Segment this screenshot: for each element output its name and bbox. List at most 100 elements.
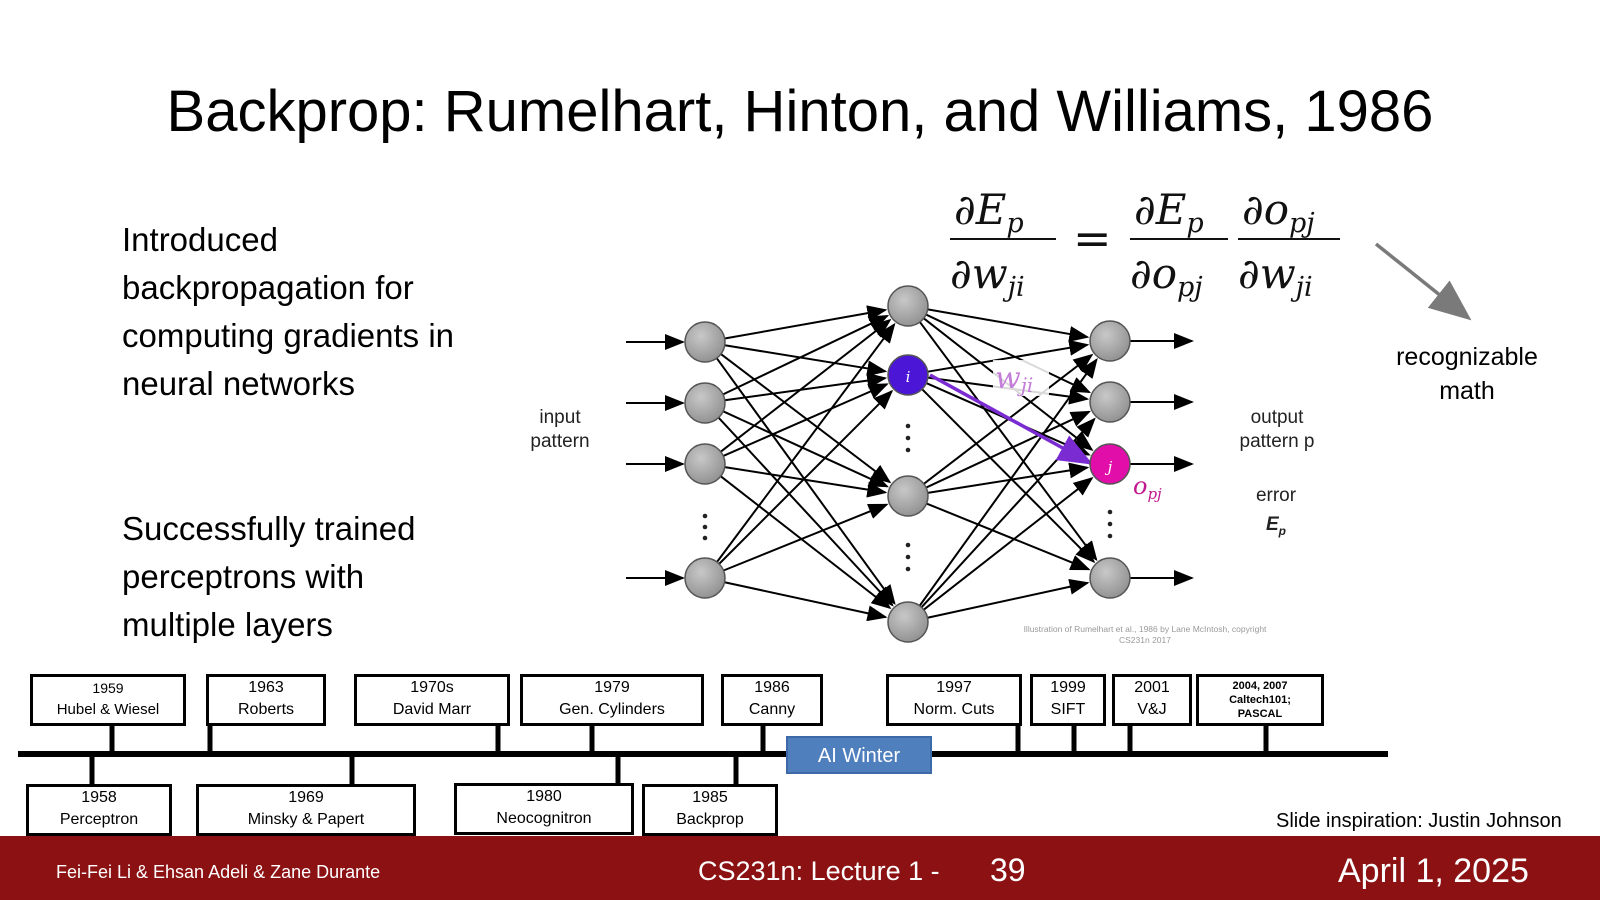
timeline-box-1997: 1997 Norm. Cuts bbox=[886, 674, 1022, 726]
hidden-node bbox=[887, 475, 929, 517]
connection-line bbox=[919, 321, 1098, 562]
timeline-year: 1997 bbox=[936, 679, 972, 696]
error-label: error bbox=[1255, 485, 1297, 506]
connection-line bbox=[923, 476, 1094, 611]
bullet-multilayer: Successfully trained perceptrons with mu… bbox=[122, 510, 416, 643]
slide-inspiration: Slide inspiration: Justin Johnson bbox=[1276, 810, 1562, 832]
timeline-box-1959: 1959 Hubel & Wiesel bbox=[30, 674, 186, 726]
svg-text:∂opj: ∂opj bbox=[1242, 185, 1315, 239]
footer-course: CS231n: Lecture 1 - bbox=[698, 856, 940, 886]
timeline-year: 1963 bbox=[248, 679, 284, 696]
weight-label: wji bbox=[995, 361, 1033, 397]
hidden-node bbox=[887, 601, 929, 643]
timeline-label: Perceptron bbox=[59, 811, 139, 828]
connection-line bbox=[723, 503, 889, 572]
timeline-label: Minsky & Papert bbox=[247, 811, 365, 828]
timeline-year: 1985 bbox=[692, 789, 728, 806]
connection-line bbox=[927, 339, 1090, 373]
slide-title: Backprop: Rumelhart, Hinton, and William… bbox=[166, 79, 1434, 144]
svg-text:=: = bbox=[1073, 211, 1112, 265]
timeline-label: Caltech101; PASCAL bbox=[1229, 694, 1291, 720]
connection-line bbox=[718, 389, 894, 565]
timeline-box-1970s: 1970s David Marr bbox=[354, 674, 510, 726]
connection-line bbox=[926, 502, 1091, 571]
svg-text:∂opj: ∂opj bbox=[1130, 249, 1203, 303]
ai-winter-label: AI Winter bbox=[786, 736, 932, 774]
timeline-label: Neocognitron bbox=[496, 810, 592, 827]
timeline-box-1969: 1969 Minsky & Papert bbox=[196, 784, 416, 836]
input-pattern-label: input pattern bbox=[530, 407, 590, 452]
connection-line bbox=[724, 305, 888, 340]
timeline-box-2004-2007: 2004, 2007 Caltech101; PASCAL bbox=[1196, 674, 1324, 726]
connection-line bbox=[724, 344, 888, 377]
output-node bbox=[1089, 320, 1131, 362]
connection-line bbox=[717, 416, 894, 607]
connection-line bbox=[720, 353, 892, 484]
timeline-year: 1958 bbox=[81, 789, 117, 806]
connection-line bbox=[720, 475, 892, 610]
timeline-box-1980: 1980 Neocognitron bbox=[454, 783, 634, 835]
connection-line bbox=[722, 315, 890, 396]
timeline-year: 2004, 2007 bbox=[1232, 680, 1288, 692]
timeline-label: Gen. Cylinders bbox=[559, 701, 665, 718]
connection-line bbox=[927, 462, 1090, 494]
node-i-label: i bbox=[906, 368, 911, 386]
connection-line bbox=[925, 410, 1091, 489]
timeline-label: Roberts bbox=[237, 701, 295, 718]
timeline-year: 1980 bbox=[526, 788, 562, 805]
timeline-box-2001: 2001 V&J bbox=[1112, 674, 1192, 726]
timeline-label: V&J bbox=[1137, 701, 1167, 718]
svg-text:∂wji: ∂wji bbox=[950, 249, 1025, 303]
connection-line bbox=[724, 581, 888, 622]
connection-line bbox=[927, 578, 1090, 619]
timeline-box-1979: 1979 Gen. Cylinders bbox=[520, 674, 704, 726]
recognizable-math-annotation: recognizable math bbox=[1396, 343, 1538, 405]
timeline-label: SIFT bbox=[1050, 701, 1086, 718]
svg-text:∂wji: ∂wji bbox=[1238, 249, 1313, 303]
input-node bbox=[684, 382, 726, 424]
footer-page-number: 39 bbox=[990, 852, 1026, 888]
network-nodes bbox=[684, 285, 1131, 643]
output-node bbox=[1089, 381, 1131, 423]
connection-line bbox=[716, 322, 896, 563]
timeline-label: Canny bbox=[748, 701, 796, 718]
footer-bar bbox=[0, 836, 1600, 900]
timeline-label: Norm. Cuts bbox=[913, 701, 995, 718]
timeline-year: 1999 bbox=[1050, 679, 1086, 696]
timeline-box-1985: 1985 Backprop bbox=[642, 784, 778, 836]
connection-line bbox=[724, 372, 888, 402]
connection-line bbox=[722, 410, 889, 488]
connection-line bbox=[724, 466, 888, 498]
timeline-connectors bbox=[18, 722, 1388, 785]
footer-authors: Fei-Fei Li & Ehsan Adeli & Zane Durante bbox=[56, 862, 381, 882]
connection-line bbox=[927, 308, 1090, 342]
input-node bbox=[684, 321, 726, 363]
svg-text:∂Ep: ∂Ep bbox=[954, 185, 1024, 239]
output-node bbox=[1089, 557, 1131, 599]
node-j-label: j bbox=[1105, 458, 1113, 476]
timeline-year: 1959 bbox=[92, 680, 124, 696]
illustration-credit: Illustration of Rumelhart et al., 1986 b… bbox=[1023, 624, 1267, 645]
svg-text:∂Ep: ∂Ep bbox=[1134, 185, 1204, 239]
timeline-year: 1969 bbox=[288, 789, 324, 806]
timeline-year: 1979 bbox=[594, 679, 630, 696]
output-node-j bbox=[1089, 443, 1131, 485]
output-arrows bbox=[1130, 333, 1194, 586]
connection-line bbox=[720, 318, 892, 453]
connection-line bbox=[925, 313, 1092, 394]
timeline-box-1958: 1958 Perceptron bbox=[26, 784, 172, 836]
error-symbol: Ep bbox=[1266, 514, 1286, 538]
hidden-node-i bbox=[887, 354, 929, 396]
timeline-box-1999: 1999 SIFT bbox=[1030, 674, 1106, 726]
input-node bbox=[684, 557, 726, 599]
annotation-arrow bbox=[1374, 242, 1472, 321]
connection-line bbox=[918, 358, 1098, 607]
connection-line bbox=[921, 388, 1096, 564]
output-pattern-label: output pattern p bbox=[1239, 407, 1315, 452]
input-arrows bbox=[626, 334, 685, 586]
timeline-box-1986: 1986 Canny bbox=[721, 674, 823, 726]
connection-line bbox=[920, 417, 1096, 608]
timeline-label: Hubel & Wiesel bbox=[56, 701, 160, 718]
timeline-year: 2001 bbox=[1134, 679, 1170, 696]
timeline-year: 1986 bbox=[754, 679, 790, 696]
